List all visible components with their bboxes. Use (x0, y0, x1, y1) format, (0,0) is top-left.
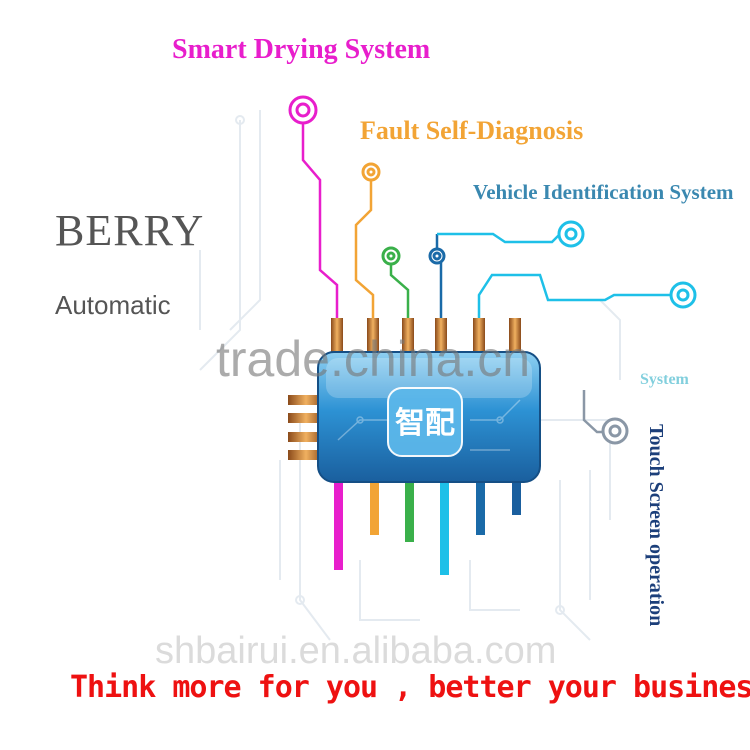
top-traces (301, 110, 672, 434)
site-watermark: shbairui.en.alibaba.com (155, 630, 557, 672)
feature-touch-screen: Touch Screen operation (645, 424, 667, 627)
chip-label: 智配 (395, 406, 455, 441)
trace-endpoints (288, 95, 697, 445)
left-pins (288, 395, 324, 460)
feature-fault-diagnosis: Fault Self-Diagnosis (360, 116, 584, 145)
feature-system-partial: System (640, 371, 689, 388)
bottom-legs (334, 480, 521, 575)
slogan: Think more for you , better your busines… (70, 670, 750, 705)
watermark-text: trade.china.cn (216, 331, 531, 387)
feature-vehicle-identification: Vehicle Identification System (473, 180, 734, 204)
brand-subtitle: Automatic (55, 290, 171, 320)
background-traces (199, 110, 621, 641)
top-pins (331, 318, 521, 356)
feature-smart-drying: Smart Drying System (172, 34, 431, 65)
brand-name: BERRY (55, 206, 205, 255)
chip (317, 351, 541, 483)
